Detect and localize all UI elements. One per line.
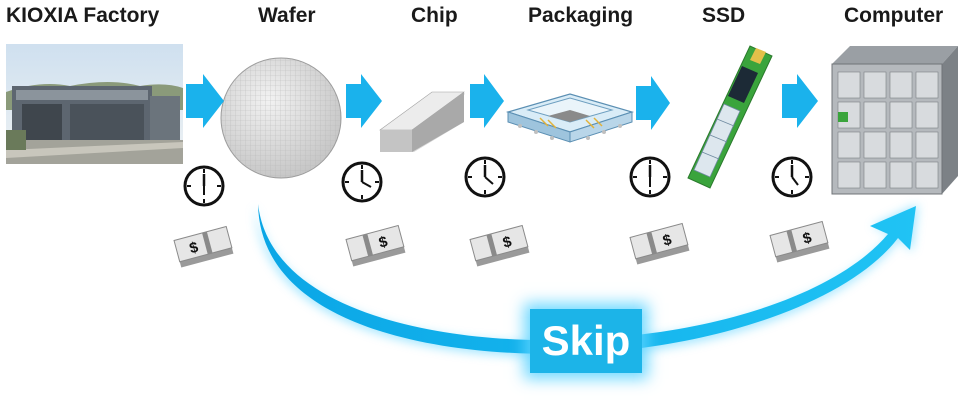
money-icon: $: [345, 224, 406, 267]
arrow-right-icon: [186, 74, 224, 128]
ssd-icon: [687, 45, 773, 189]
wafer-icon: [220, 57, 342, 179]
chip-icon: [379, 91, 465, 152]
money-icon: $: [769, 220, 830, 263]
stage-label-factory: KIOXIA Factory: [6, 4, 160, 27]
clock-icon: [341, 161, 383, 203]
stage-label-packaging: Packaging: [528, 4, 634, 27]
clock-icon: [629, 156, 671, 198]
money-icon: $: [469, 224, 530, 267]
skip-badge: Skip: [530, 309, 642, 373]
stage-label-ssd: SSD: [702, 4, 746, 27]
money-icon: $: [629, 222, 690, 265]
stage-label-computer: Computer: [844, 4, 944, 27]
arrow-right-icon: [470, 74, 504, 128]
arrow-right-icon: [346, 74, 382, 128]
clock-icon: [464, 156, 506, 198]
computer-icon: [831, 46, 958, 195]
money-icon: $: [173, 225, 234, 268]
skip-label: Skip: [541, 317, 631, 364]
arrow-right-icon: [782, 74, 818, 128]
arrow-right-icon: [636, 76, 670, 130]
stage-label-chip: Chip: [411, 4, 458, 27]
clock-icon: [183, 165, 225, 207]
skip-arc: [255, 204, 918, 358]
flow-arrows: [186, 74, 818, 130]
packaging-icon: [505, 93, 635, 143]
stage-label-wafer: Wafer: [258, 4, 316, 27]
clock-icon: [771, 156, 813, 198]
factory-photo: [6, 44, 183, 164]
